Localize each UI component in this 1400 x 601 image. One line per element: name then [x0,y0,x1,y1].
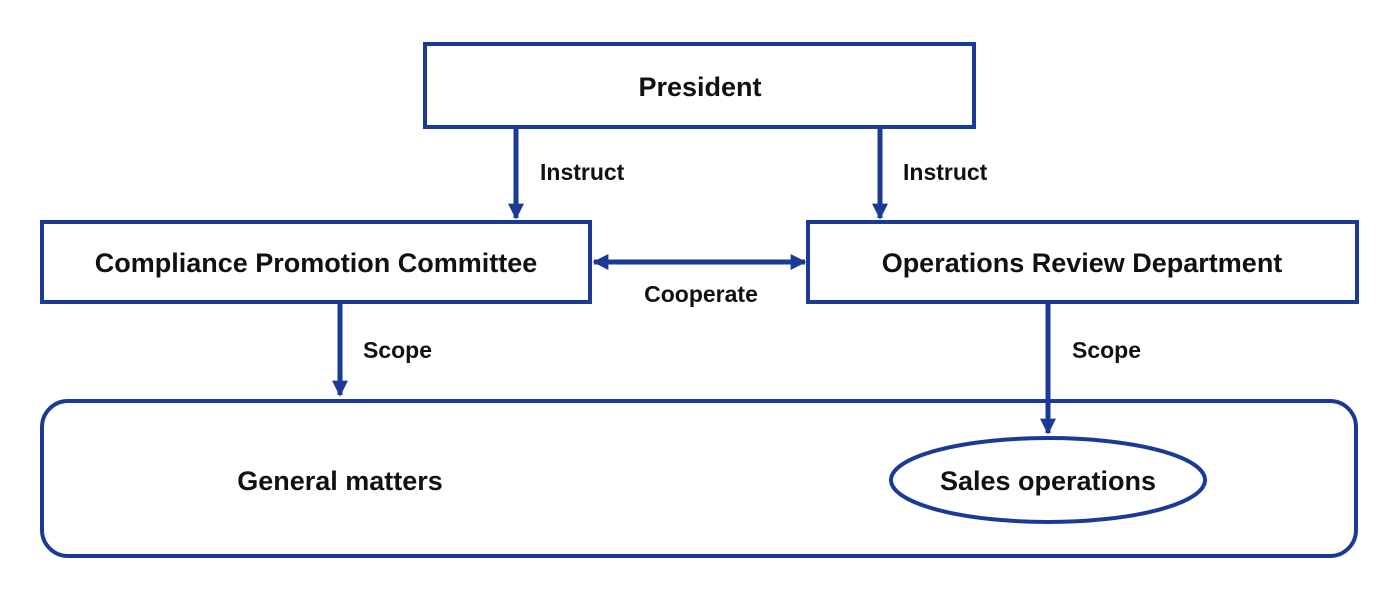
compliance-committee-box [40,220,592,304]
cooperate-label: Cooperate [644,281,758,307]
president-node: President [423,42,976,129]
scope-left-label: Scope [363,337,432,363]
operations-review-box [806,220,1359,304]
president-box [423,42,976,129]
president-label: President [638,72,761,102]
operations-review-label: Operations Review Department [882,248,1283,278]
instruct-right-label: Instruct [903,159,988,185]
compliance-committee-node: Compliance Promotion Committee [40,220,592,304]
scope-container [40,399,1358,558]
sales-operations-label: Sales operations [940,466,1156,496]
instruct-left-label: Instruct [540,159,625,185]
compliance-committee-label: Compliance Promotion Committee [95,248,538,278]
operations-review-node: Operations Review Department [806,220,1359,304]
general-matters-label: General matters [237,466,443,496]
sales-operations-ellipse [889,436,1207,524]
scope-right-label: Scope [1072,337,1141,363]
sales-operations-node: Sales operations [889,436,1207,524]
